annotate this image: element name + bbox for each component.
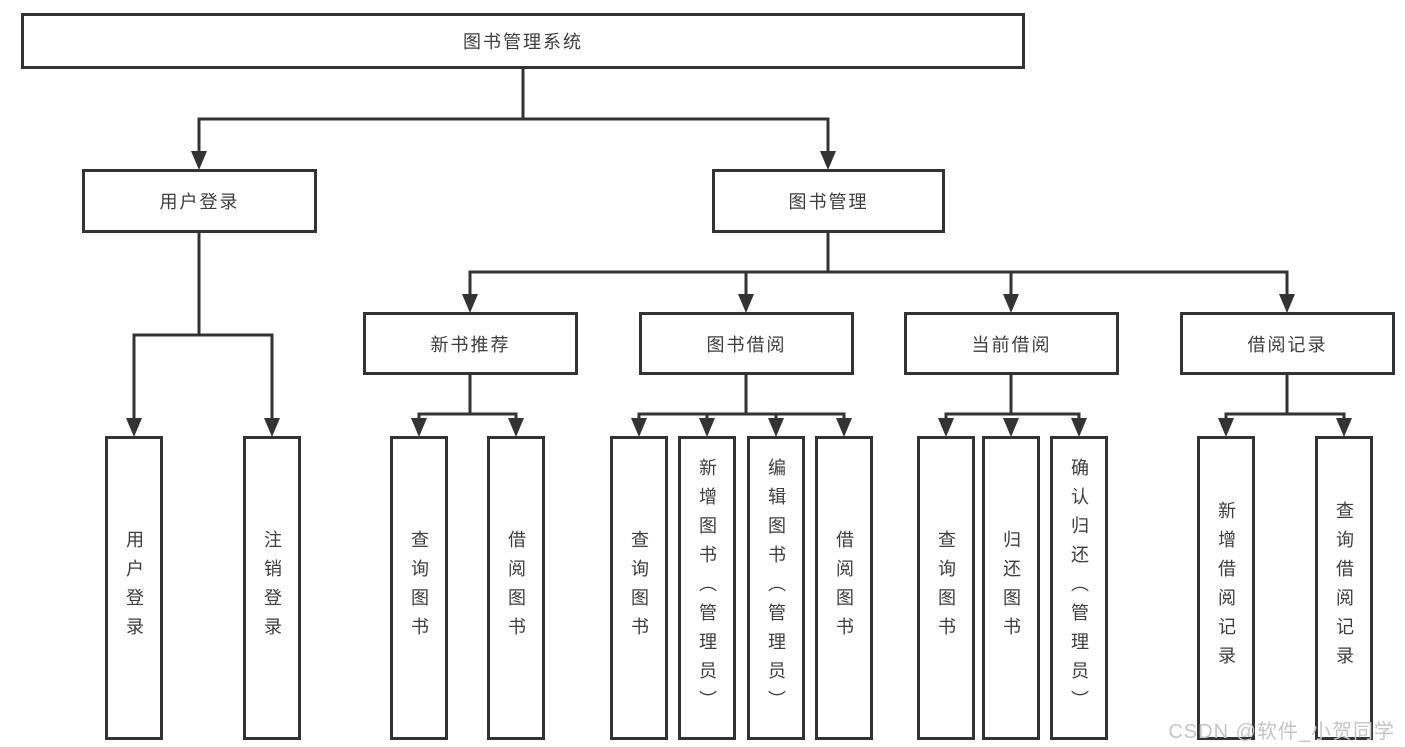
- leaf-add-book-admin: 新增图书（管理员）: [678, 436, 736, 740]
- csdn-watermark: CSDN @软件_小贺同学: [1168, 721, 1395, 743]
- leaf-query-borrow-record: 查询借阅记录: [1315, 436, 1373, 740]
- arrowhead: [738, 294, 754, 313]
- arrowhead: [836, 418, 852, 437]
- arrowhead: [126, 418, 142, 437]
- leaf-borrow-books-recommend: 借阅图书: [487, 436, 545, 740]
- leaf-edit-book-admin: 编辑图书（管理员）: [747, 436, 805, 740]
- leaf-query-books-recommend: 查询图书: [390, 436, 448, 740]
- arrowhead: [1336, 418, 1352, 437]
- leaf-confirm-return-admin: 确认归还（管理员）: [1050, 436, 1108, 740]
- node-library-management-system: 图书管理系统: [21, 13, 1025, 69]
- node-current-borrowing: 当前借阅: [904, 312, 1119, 375]
- arrowhead: [938, 418, 954, 437]
- arrowhead: [631, 418, 647, 437]
- arrowhead: [768, 418, 784, 437]
- leaf-query-books-current: 查询图书: [917, 436, 975, 740]
- leaf-user-login: 用户登录: [105, 436, 163, 740]
- leaf-add-borrow-record: 新增借阅记录: [1197, 436, 1255, 740]
- node-new-book-recommendation: 新书推荐: [363, 312, 578, 375]
- arrowhead: [462, 294, 478, 313]
- arrowhead: [264, 418, 280, 437]
- leaf-return-book: 归还图书: [982, 436, 1040, 740]
- arrowhead: [411, 418, 427, 437]
- arrowhead: [1279, 294, 1295, 313]
- arrowhead: [1071, 418, 1087, 437]
- arrowhead: [191, 151, 207, 170]
- arrowhead: [820, 151, 836, 170]
- arrowhead: [1218, 418, 1234, 437]
- node-book-management: 图书管理: [712, 169, 945, 233]
- node-book-borrowing: 图书借阅: [639, 312, 854, 375]
- leaf-query-books-borrow: 查询图书: [610, 436, 668, 740]
- node-user-login: 用户登录: [82, 169, 317, 233]
- arrowhead: [699, 418, 715, 437]
- node-borrowing-records: 借阅记录: [1180, 312, 1395, 375]
- arrowhead: [1003, 294, 1019, 313]
- leaf-logout: 注销登录: [243, 436, 301, 740]
- arrowhead: [1003, 418, 1019, 437]
- arrowhead-group: [126, 151, 1352, 437]
- leaf-borrow-books: 借阅图书: [815, 436, 873, 740]
- arrowhead: [508, 418, 524, 437]
